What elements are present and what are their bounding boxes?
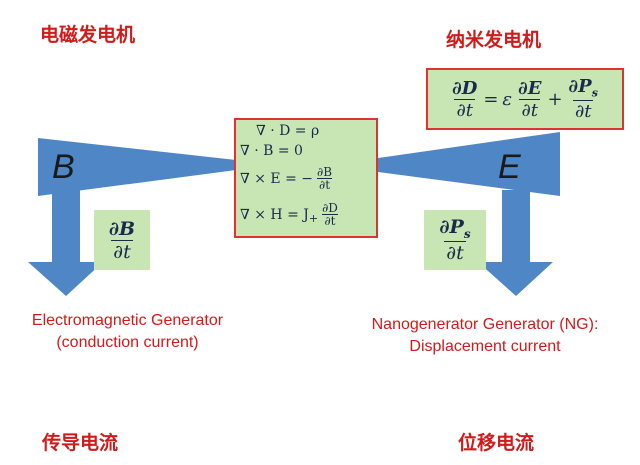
formula-rhs-num-text: ∂P bbox=[568, 76, 592, 98]
maxwell-eq-4-num: ∂D bbox=[322, 201, 338, 215]
title-nanogenerator: 纳米发电机 bbox=[446, 29, 542, 51]
dps-dt-den: ∂t bbox=[444, 240, 466, 264]
formula-rhs-den: ∂t bbox=[572, 99, 594, 122]
title-conduction-current: 传导电流 bbox=[42, 432, 119, 454]
maxwell-eq-4-left: ∇ × H = J bbox=[240, 206, 309, 223]
formula-mid: ∂E ∂t bbox=[516, 78, 543, 121]
left-down-arrow bbox=[28, 190, 103, 296]
right-down-arrow bbox=[478, 190, 553, 296]
letter-b: B bbox=[52, 148, 75, 186]
formula-rhs-num: ∂Ps bbox=[567, 76, 600, 100]
maxwell-eq-4-den: ∂t bbox=[322, 214, 338, 228]
left-caption-line-2: (conduction current) bbox=[56, 334, 199, 351]
title-displacement-current: 位移电流 bbox=[458, 432, 535, 454]
dps-dt-num-text: ∂P bbox=[439, 216, 464, 239]
dps-dt-sub: s bbox=[463, 226, 471, 241]
maxwell-equations-box: ∇ · D = ρ ∇ · B = 0 ∇ × E = − ∂B ∂t ∇ × … bbox=[234, 118, 378, 238]
maxwell-eq-3-num: ∂B bbox=[317, 165, 333, 179]
left-caption: Electromagnetic Generator (conduction cu… bbox=[0, 310, 255, 354]
left-caption-line-1: Electromagnetic Generator bbox=[31, 312, 224, 329]
formula-equals: = bbox=[483, 88, 499, 110]
formula-plus: + bbox=[547, 88, 563, 110]
title-electromagnetic-generator: 电磁发电机 bbox=[40, 24, 136, 46]
left-wedge bbox=[38, 138, 236, 196]
maxwell-eq-4: ∇ × H = J + ∂D ∂t bbox=[240, 202, 340, 227]
formula-rhs-sub: s bbox=[591, 86, 598, 100]
right-caption-line-1: Nanogenerator Generator (NG): bbox=[371, 316, 599, 333]
maxwell-eq-3: ∇ × E = − ∂B ∂t bbox=[240, 166, 334, 191]
maxwell-eq-3-left: ∇ × E = − bbox=[240, 170, 313, 187]
formula-lhs: ∂D ∂t bbox=[450, 78, 479, 121]
right-caption: Nanogenerator Generator (NG): Displaceme… bbox=[330, 314, 640, 358]
db-dt-num: ∂B bbox=[108, 217, 136, 240]
maxwell-eq-3-frac: ∂B ∂t bbox=[315, 166, 334, 191]
displacement-current-formula: ∂D ∂t = ε ∂E ∂t + ∂Ps ∂t bbox=[426, 68, 624, 130]
formula-mid-den: ∂t bbox=[519, 98, 541, 121]
formula-lhs-num: ∂D bbox=[452, 77, 478, 99]
formula-mid-num: ∂E bbox=[518, 77, 542, 99]
formula-epsilon: ε bbox=[502, 88, 513, 110]
db-dt-frac: ∂B ∂t bbox=[107, 218, 137, 263]
formula-lhs-den: ∂t bbox=[454, 98, 475, 121]
right-wedge bbox=[378, 132, 560, 196]
db-dt-den: ∂t bbox=[111, 239, 133, 263]
maxwell-eq-3-den: ∂t bbox=[317, 178, 333, 192]
maxwell-eq-4-frac: ∂D ∂t bbox=[320, 202, 340, 227]
maxwell-eq-4-plus: + bbox=[308, 212, 319, 225]
right-caption-line-2: Displacement current bbox=[409, 338, 561, 355]
maxwell-eq-1: ∇ · D = ρ bbox=[256, 123, 320, 139]
db-dt-box: ∂B ∂t bbox=[94, 210, 150, 270]
letter-e: E bbox=[498, 148, 521, 186]
formula-rhs: ∂Ps ∂t bbox=[567, 76, 600, 122]
dps-dt-num: ∂Ps bbox=[437, 216, 472, 241]
dps-dt-frac: ∂Ps ∂t bbox=[437, 216, 472, 264]
dps-dt-box: ∂Ps ∂t bbox=[424, 210, 486, 270]
maxwell-eq-2: ∇ · B = 0 bbox=[240, 143, 303, 159]
